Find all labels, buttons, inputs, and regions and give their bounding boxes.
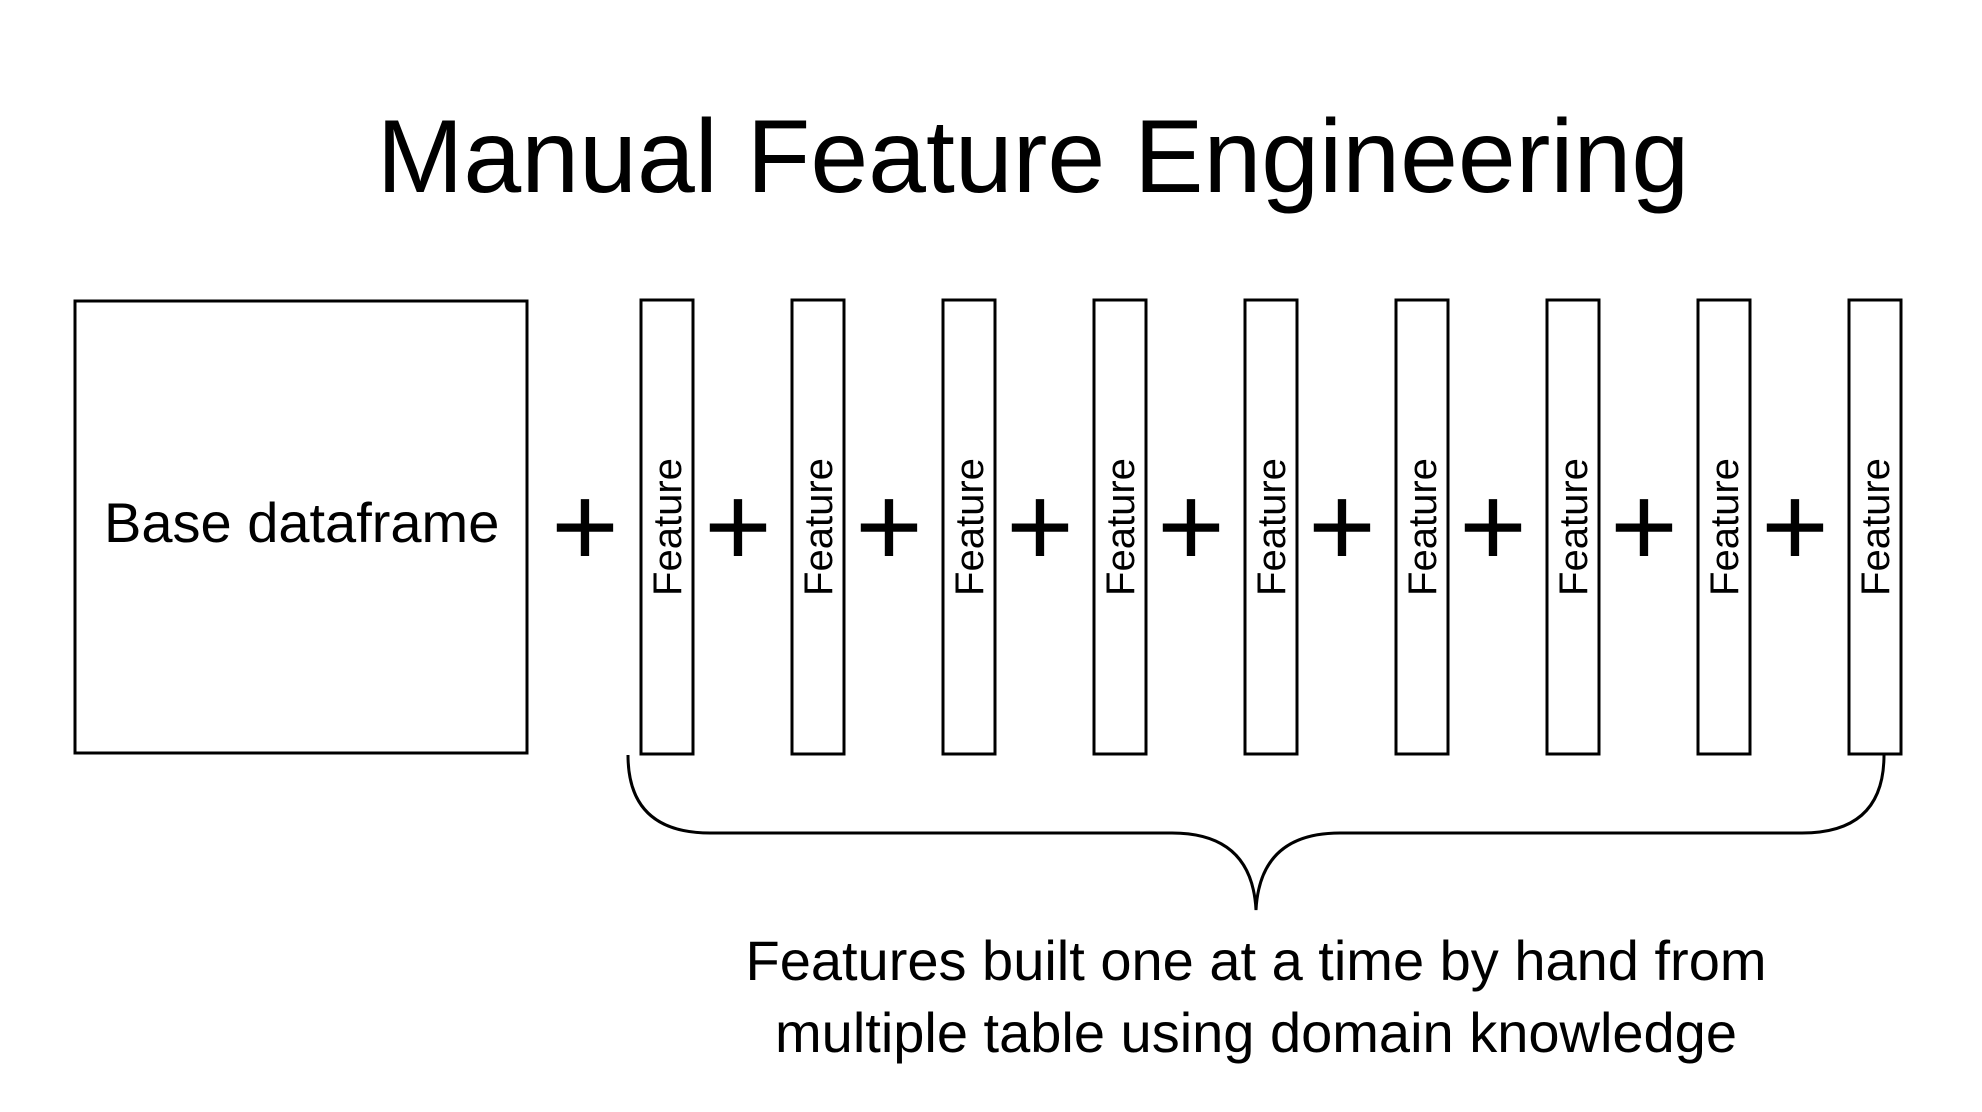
plus-sign: + — [1761, 461, 1829, 591]
caption-line-1: Features built one at a time by hand fro… — [746, 929, 1767, 992]
feature-column-box — [1696, 298, 1752, 756]
caption-line-2: multiple table using domain knowledge — [775, 1001, 1737, 1064]
feature-column-box — [1545, 298, 1601, 756]
plus-sign: + — [1610, 461, 1678, 591]
base-dataframe-box — [73, 299, 529, 755]
feature-column: Feature — [639, 298, 695, 756]
curly-brace — [626, 754, 1886, 911]
plus-sign: + — [1157, 461, 1225, 591]
feature-column: Feature — [1696, 298, 1752, 756]
feature-column-box — [1394, 298, 1450, 756]
feature-column-label: Feature — [797, 458, 841, 596]
feature-column-label: Feature — [948, 458, 992, 596]
feature-column: Feature — [790, 298, 846, 756]
diagram-title: Manual Feature Engineering — [377, 99, 1689, 215]
plus-sign: + — [1459, 461, 1527, 591]
feature-column-label: Feature — [646, 458, 690, 596]
caption: Features built one at a time by hand fro… — [746, 929, 1767, 1064]
feature-column-label: Feature — [1552, 458, 1596, 596]
feature-column-box — [1092, 298, 1148, 756]
feature-column-label: Feature — [1854, 458, 1898, 596]
feature-column-box — [790, 298, 846, 756]
plus-signs: + + + + + + + + + — [551, 461, 1829, 591]
plus-sign: + — [855, 461, 923, 591]
feature-column-box — [639, 298, 695, 756]
base-dataframe: Base dataframe — [73, 299, 529, 755]
feature-column: Feature — [1092, 298, 1148, 756]
plus-sign: + — [1308, 461, 1376, 591]
feature-column-label: Feature — [1703, 458, 1747, 596]
base-dataframe-label: Base dataframe — [104, 491, 499, 554]
feature-column-box — [1243, 298, 1299, 756]
feature-column: Feature — [941, 298, 997, 756]
feature-column: Feature — [1394, 298, 1450, 756]
feature-column-box — [1847, 298, 1903, 756]
plus-sign: + — [1006, 461, 1074, 591]
feature-column: Feature — [1847, 298, 1903, 756]
feature-column-label: Feature — [1401, 458, 1445, 596]
plus-sign: + — [551, 461, 619, 591]
feature-column: Feature — [1243, 298, 1299, 756]
feature-column-box — [941, 298, 997, 756]
feature-columns: Feature Feature Feature Feature Feature Featu… — [639, 298, 1903, 756]
feature-column-label: Feature — [1099, 458, 1143, 596]
plus-sign: + — [704, 461, 772, 591]
feature-column: Feature — [1545, 298, 1601, 756]
feature-column-label: Feature — [1250, 458, 1294, 596]
